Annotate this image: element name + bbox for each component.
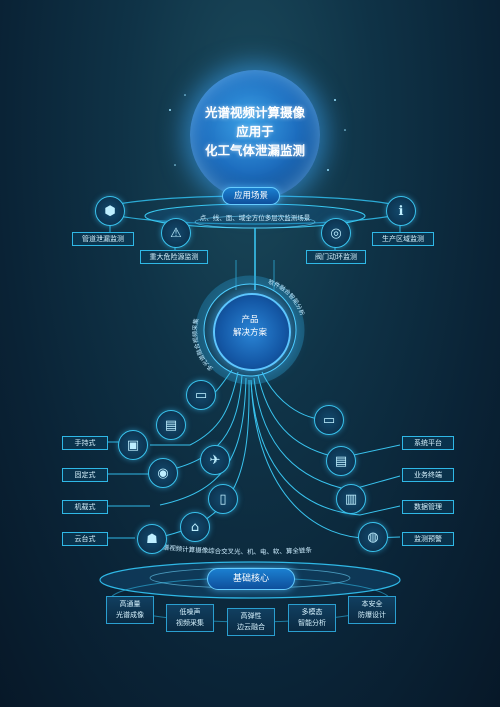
handheld-camera-icon: ▣ — [118, 430, 148, 460]
drone-icon: ✈ — [200, 445, 230, 475]
bar-chart-icon: ▥ — [336, 484, 366, 514]
device-icon-1: ▭ — [186, 380, 216, 410]
hazard-warning-icon: ⚠ — [161, 218, 191, 248]
product-business-terminal: 业务终端 — [402, 468, 454, 482]
solution-disc — [213, 293, 291, 371]
globe-title-line-1: 光谱视频计算摄像 — [204, 105, 305, 120]
app-item-valve: 阀门动环监测 — [306, 250, 366, 264]
core-item-4: 多模态智能分析 — [288, 604, 336, 632]
app-item-hazard-source: 重大危险源监测 — [140, 250, 208, 264]
core-item-1-line-2: 光谱成像 — [116, 611, 144, 619]
device-icon-2: ▤ — [156, 410, 186, 440]
core-item-2: 低噪声视频采集 — [166, 604, 214, 632]
app-item-pipe-leak: 管道泄漏监测 — [72, 232, 134, 246]
core-caption: 光谱视频计算摄像综合交叉光、机、电、软、算全链条 — [156, 542, 313, 556]
product-airborne: 机载式 — [62, 500, 108, 514]
core-item-1: 高通量光谱成像 — [106, 596, 154, 624]
terminal-icon: ▤ — [326, 446, 356, 476]
core-item-5-line-1: 本安全 — [361, 600, 383, 608]
camera-body-icon: ▯ — [208, 484, 238, 514]
product-data-management: 数据管理 — [402, 500, 454, 514]
core-item-1-line-1: 高通量 — [119, 600, 141, 608]
application-scene-pill: 应用场景 — [222, 187, 280, 205]
solution-label-line-2: 解决方案 — [232, 328, 267, 338]
globe — [190, 70, 320, 200]
core-item-2-line-2: 视频采集 — [176, 619, 204, 627]
product-monitoring-alert: 监测预警 — [402, 532, 454, 546]
alarm-icon: ◍ — [358, 522, 388, 552]
core-item-4-line-2: 智能分析 — [298, 619, 326, 627]
core-item-3: 高弹性边云融合 — [227, 608, 275, 636]
valve-wheel-icon: ◎ — [321, 218, 351, 248]
product-ptz: 云台式 — [62, 532, 108, 546]
fixed-camera-icon: ◉ — [148, 458, 178, 488]
core-item-3-line-1: 高弹性 — [240, 612, 262, 620]
globe-title: 光谱视频计算摄像 应用于 化工气体泄漏监测 — [190, 103, 320, 160]
monitor-icon: ▭ — [314, 405, 344, 435]
core-pill: 基础核心 — [207, 568, 295, 590]
ptz-camera-icon: ⌂ — [180, 512, 210, 542]
product-handheld: 手持式 — [62, 436, 108, 450]
product-system-platform: 系统平台 — [402, 436, 454, 450]
factory-icon: ℹ — [386, 196, 416, 226]
core-item-3-line-2: 边云融合 — [237, 623, 265, 631]
product-fixed: 固定式 — [62, 468, 108, 482]
tripod-camera-icon: ☗ — [137, 524, 167, 554]
svg-text:光谱视频计算摄像综合交叉光、机、电、软、算全链条: 光谱视频计算摄像综合交叉光、机、电、软、算全链条 — [156, 542, 313, 556]
core-item-2-line-1: 低噪声 — [179, 608, 201, 616]
core-item-4-line-1: 多模态 — [301, 608, 323, 616]
globe-title-line-2: 应用于 — [236, 124, 274, 139]
app-item-production-area: 生产区域监测 — [372, 232, 434, 246]
core-item-5: 本安全防爆设计 — [348, 596, 396, 624]
solution-label-line-1: 产品 — [241, 315, 259, 325]
core-item-5-line-2: 防爆设计 — [358, 611, 386, 619]
globe-title-line-3: 化工气体泄漏监测 — [204, 143, 305, 158]
pipe-valve-icon: ⬢ — [95, 196, 125, 226]
solution-label: 产品 解决方案 — [213, 314, 287, 340]
application-caption: 点、线、面、域全方位多层次监测场景 — [199, 214, 311, 222]
